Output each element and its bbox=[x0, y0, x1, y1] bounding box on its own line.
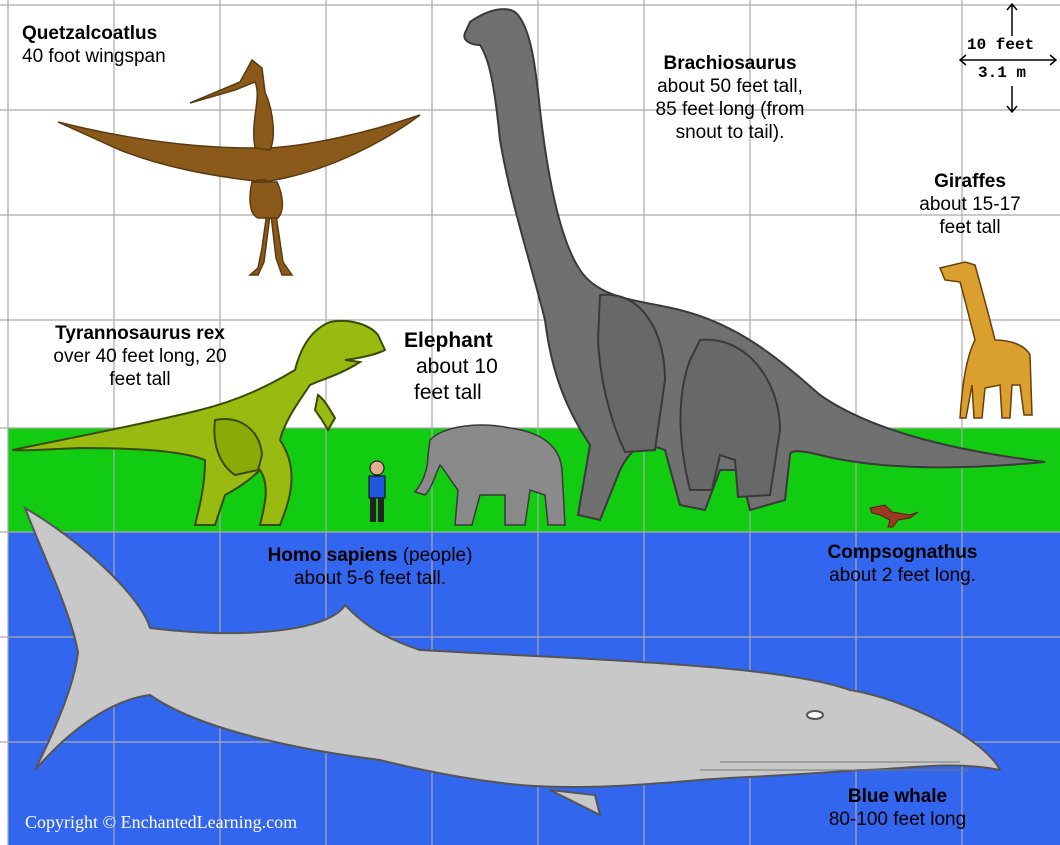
elephant-name: Elephant bbox=[404, 329, 493, 352]
giraffes-line1: about 15-17 bbox=[919, 194, 1020, 215]
giraffes-name: Giraffes bbox=[934, 171, 1006, 192]
brachiosaurus-line1: about 50 feet tall, bbox=[657, 76, 803, 97]
compsognathus-line1: about 2 feet long. bbox=[829, 565, 976, 586]
quetzalcoatlus-name: Quetzalcoatlus bbox=[22, 23, 157, 44]
label-elephant: Elephant about 10 feet tall bbox=[404, 328, 498, 406]
blue-whale-name: Blue whale bbox=[848, 786, 947, 807]
trex-line2: feet tall bbox=[109, 369, 170, 390]
giraffes-line2: feet tall bbox=[939, 217, 1000, 238]
elephant-line1: about 10 bbox=[404, 355, 498, 378]
human-line1: about 5-6 feet tall. bbox=[294, 568, 446, 589]
label-quetzalcoatlus: Quetzalcoatlus 40 foot wingspan bbox=[22, 22, 166, 68]
copyright-notice: Copyright © EnchantedLearning.com bbox=[25, 812, 297, 833]
trex-name: Tyrannosaurus rex bbox=[55, 323, 225, 344]
label-trex: Tyrannosaurus rex over 40 feet long, 20 … bbox=[15, 322, 265, 391]
label-compsognathus: Compsognathus about 2 feet long. bbox=[795, 541, 1010, 587]
quetzalcoatlus-desc: 40 foot wingspan bbox=[22, 46, 166, 67]
label-human: Homo sapiens (people) about 5-6 feet tal… bbox=[225, 544, 515, 590]
human-name: Homo sapiens bbox=[268, 545, 398, 566]
human-paren: (people) bbox=[403, 545, 473, 566]
label-blue-whale: Blue whale 80-100 feet long bbox=[790, 785, 1005, 831]
scale-feet-label: 10 feet bbox=[967, 36, 1034, 54]
scale-meters-label: 3.1 m bbox=[978, 64, 1026, 82]
blue-whale-line1: 80-100 feet long bbox=[829, 809, 966, 830]
label-brachiosaurus: Brachiosaurus about 50 feet tall, 85 fee… bbox=[625, 52, 835, 144]
compsognathus-name: Compsognathus bbox=[828, 542, 978, 563]
brachiosaurus-name: Brachiosaurus bbox=[663, 53, 796, 74]
trex-line1: over 40 feet long, 20 bbox=[53, 346, 226, 367]
brachiosaurus-line2: 85 feet long (from bbox=[656, 99, 805, 120]
label-giraffes: Giraffes about 15-17 feet tall bbox=[895, 170, 1045, 239]
brachiosaurus-line3: snout to tail). bbox=[676, 122, 785, 143]
elephant-line2: feet tall bbox=[404, 381, 482, 404]
